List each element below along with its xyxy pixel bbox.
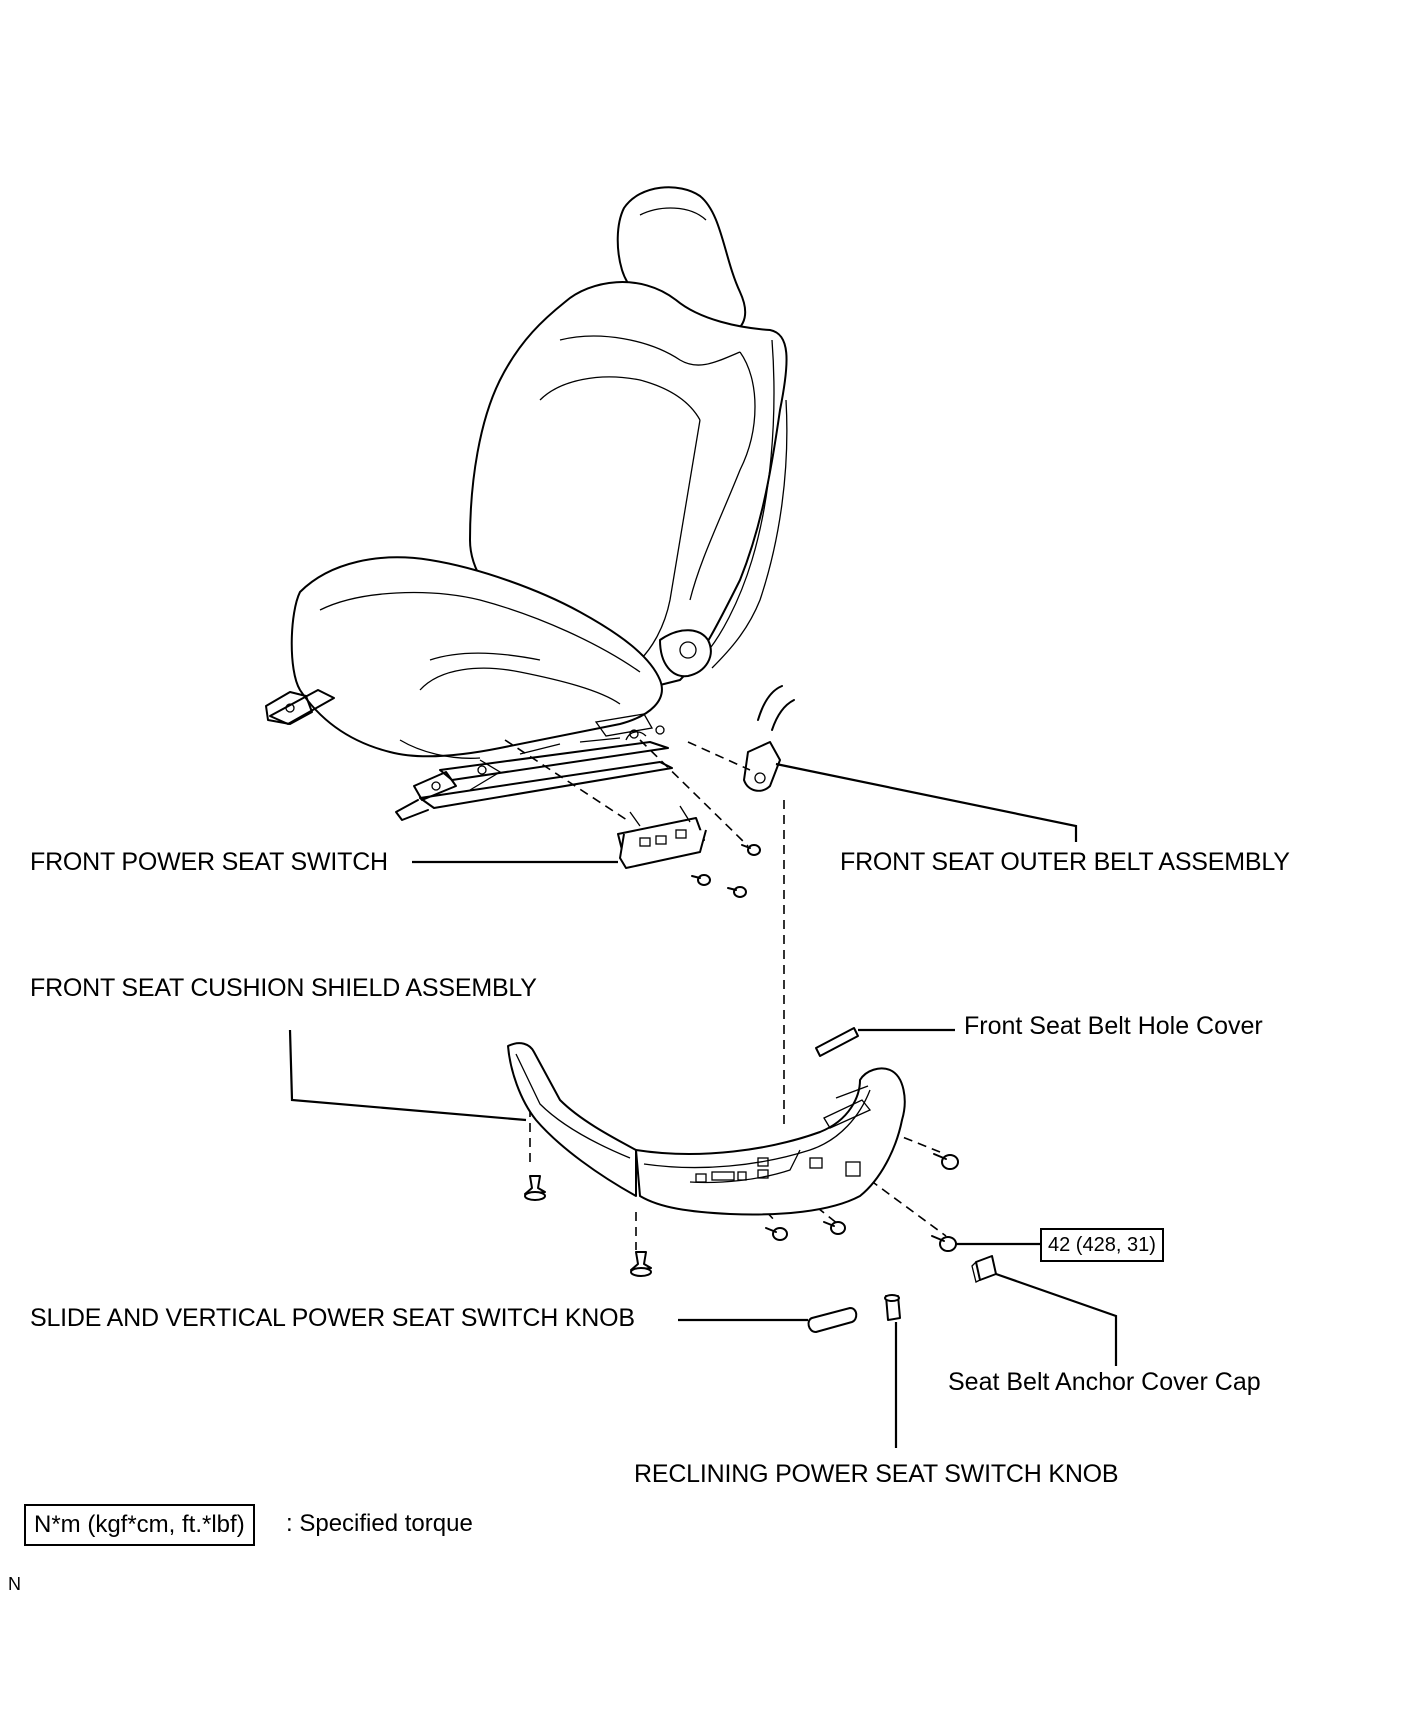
label-seat-belt-anchor-cover-cap: Seat Belt Anchor Cover Cap [948, 1368, 1261, 1396]
anchor-cover-cap-illustration [971, 1255, 997, 1283]
label-front-seat-cushion-shield-assembly: FRONT SEAT CUSHION SHIELD ASSEMBLY [30, 974, 537, 1002]
corner-mark: N [8, 1574, 21, 1594]
front-seat-illustration [265, 186, 788, 821]
label-front-seat-outer-belt-assembly: FRONT SEAT OUTER BELT ASSEMBLY [840, 848, 1290, 876]
legend-unit-box: N*m (kgf*cm, ft.*lbf) [24, 1504, 255, 1546]
label-front-seat-belt-hole-cover: Front Seat Belt Hole Cover [964, 1012, 1263, 1040]
belt-hole-cover-illustration [815, 1027, 859, 1057]
label-reclining-knob: RECLINING POWER SEAT SWITCH KNOB [634, 1460, 1119, 1488]
leader-lines [288, 762, 1118, 1448]
cushion-shield-illustration [507, 1042, 906, 1216]
legend-description: : Specified torque [286, 1510, 473, 1537]
label-front-power-seat-switch: FRONT POWER SEAT SWITCH [30, 848, 388, 876]
outer-belt-anchor-illustration [743, 685, 795, 792]
reclining-knob-illustration [884, 1294, 901, 1321]
slide-knob-illustration [807, 1307, 858, 1333]
shield-fasteners [524, 1153, 959, 1277]
power-seat-switch-illustration [617, 805, 761, 898]
torque-value-box: 42 (428, 31) [1040, 1228, 1164, 1262]
label-slide-vertical-knob: SLIDE AND VERTICAL POWER SEAT SWITCH KNO… [30, 1304, 635, 1332]
